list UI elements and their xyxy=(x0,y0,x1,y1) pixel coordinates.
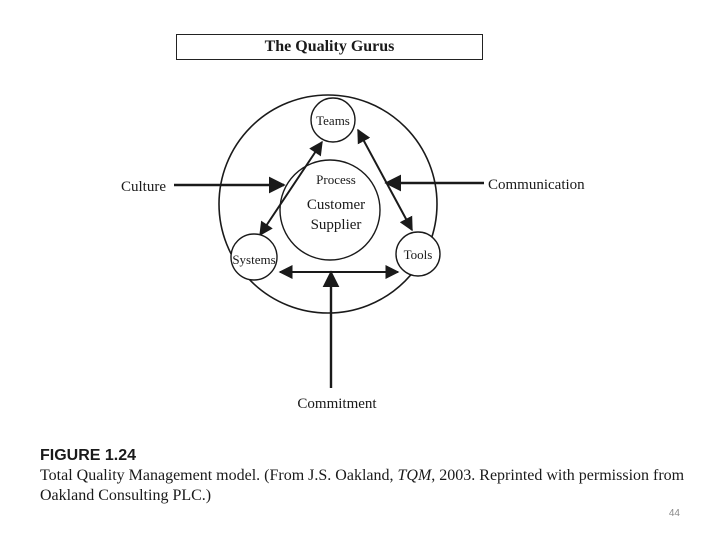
caption-text-end: , 2003. Reprinted with permission from O… xyxy=(40,467,685,504)
figure-caption: FIGURE 1.24 Total Quality Management mod… xyxy=(40,446,700,506)
commitment-label: Commitment xyxy=(297,396,377,412)
systems-label: Systems xyxy=(232,252,275,267)
page-number: 44 xyxy=(668,508,680,519)
communication-label: Communication xyxy=(488,177,585,193)
culture-label: Culture xyxy=(121,179,166,195)
tqm-model-diagram: Teams Systems Tools Process Customer Sup… xyxy=(121,94,585,412)
teams-tools-connector xyxy=(357,128,413,232)
teams-node xyxy=(310,97,356,143)
tools-label: Tools xyxy=(404,247,433,262)
caption-text-italic: TQM xyxy=(397,467,432,484)
page-title-box: The Quality Gurus xyxy=(176,34,483,60)
outer-circle xyxy=(218,94,438,314)
page-title: The Quality Gurus xyxy=(264,38,395,55)
figure-caption-text: Total Quality Management model. (From J.… xyxy=(40,466,700,506)
tools-node xyxy=(395,231,441,277)
center-supplier-label: Supplier xyxy=(311,217,362,233)
systems-node xyxy=(230,233,278,281)
center-customer-label: Customer xyxy=(307,197,365,213)
teams-label: Teams xyxy=(316,113,350,128)
figure-label: FIGURE 1.24 xyxy=(40,447,137,464)
teams-systems-connector xyxy=(259,140,323,237)
center-process-label: Process xyxy=(316,172,356,187)
caption-text-start: Total Quality Management model. (From J.… xyxy=(40,467,398,484)
